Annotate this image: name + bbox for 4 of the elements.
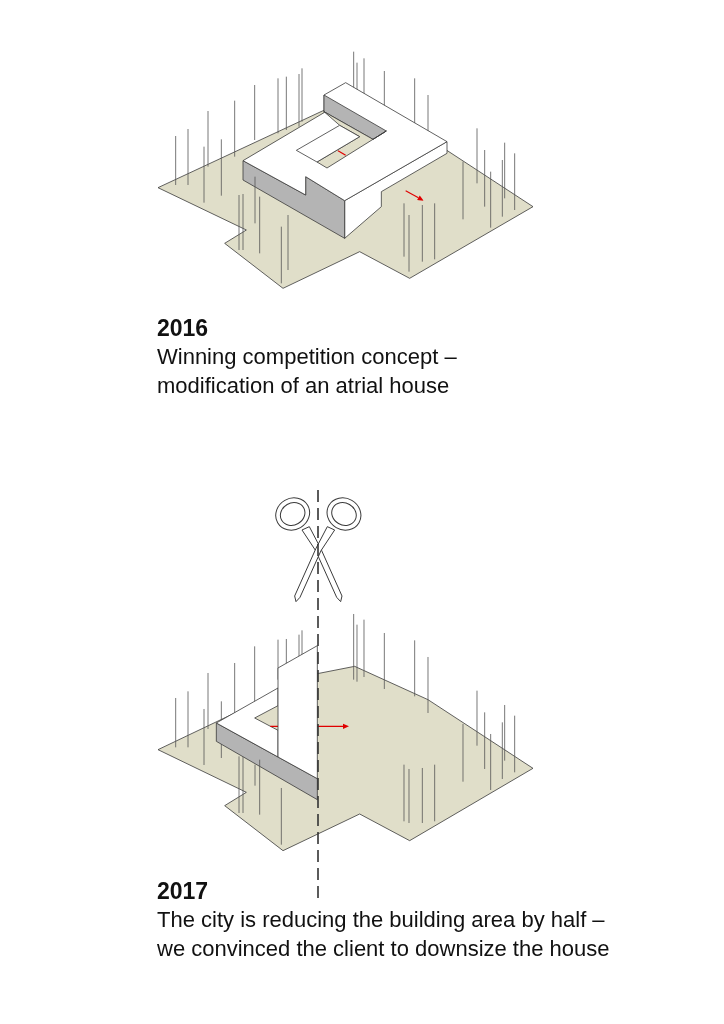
year-heading: 2016 (157, 315, 209, 341)
caption-text: The city is reducing the building area by half – we convinced the client to downsize the house (157, 906, 611, 963)
year-heading: 2017 (157, 878, 209, 904)
caption-text: Winning competition concept – modification of an atrial house (157, 343, 458, 400)
